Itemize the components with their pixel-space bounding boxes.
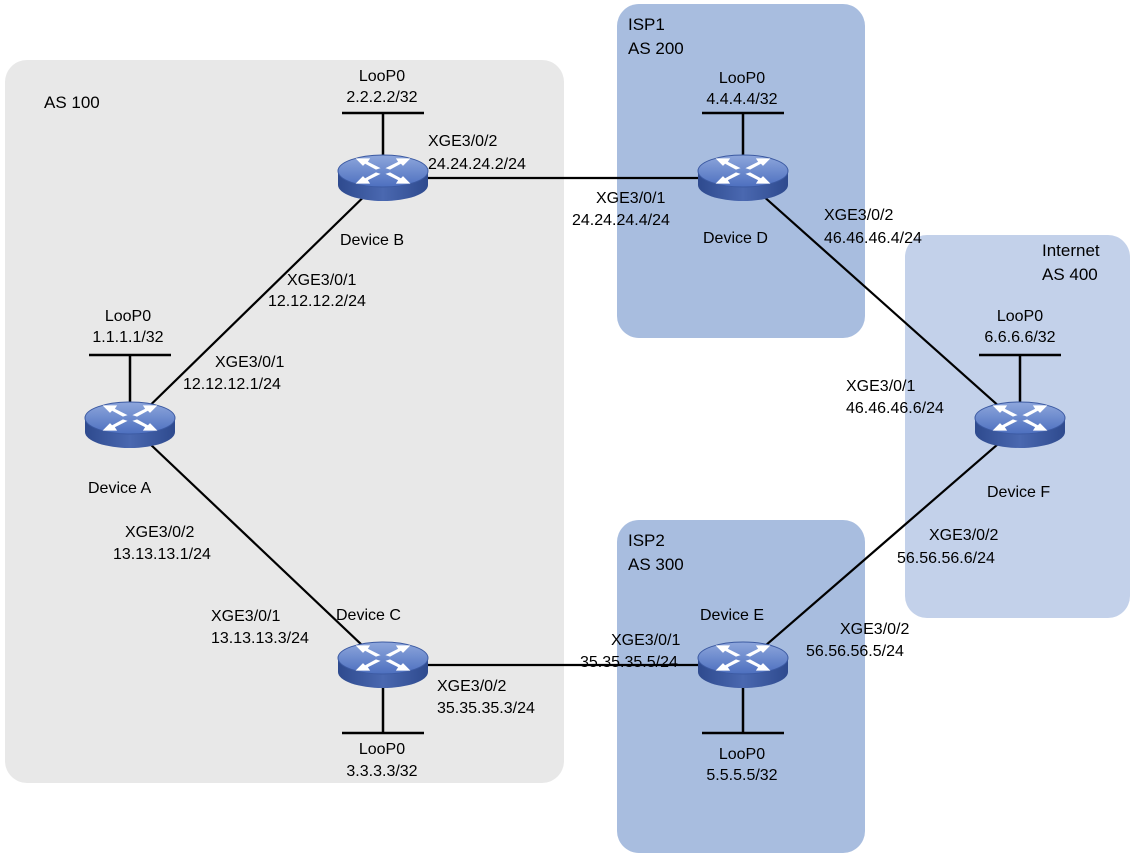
loopback-name-e: LooP0 (719, 746, 765, 763)
device-label-c: Device C (336, 607, 401, 624)
loopback-ip-f: 6.6.6.6/32 (984, 329, 1055, 346)
interface-ip-d-df: 46.46.46.4/24 (824, 230, 922, 247)
interface-name-e-ce: XGE3/0/1 (611, 632, 680, 649)
interface-name-d-bd: XGE3/0/1 (596, 190, 665, 207)
interface-name-f-ef: XGE3/0/2 (929, 527, 998, 544)
loopback-name-f: LooP0 (997, 308, 1043, 325)
interface-ip-c-ac: 13.13.13.3/24 (211, 630, 309, 647)
interface-ip-b-bd: 24.24.24.2/24 (428, 156, 526, 173)
interface-name-b-bd: XGE3/0/2 (428, 133, 497, 150)
interface-ip-d-bd: 24.24.24.4/24 (572, 212, 670, 229)
interface-name-c-ac: XGE3/0/1 (211, 608, 280, 625)
link-d-f (742, 177, 1021, 426)
region-label-as100: AS 100 (44, 93, 100, 112)
region-label-internet: Internet (1042, 241, 1100, 260)
loopback-name-a: LooP0 (105, 308, 151, 325)
link-a-b (129, 177, 384, 426)
interface-name-f-df: XGE3/0/1 (846, 378, 915, 395)
loopback-ip-a: 1.1.1.1/32 (92, 329, 163, 346)
loopback-ip-d: 4.4.4.4/32 (706, 91, 777, 108)
interface-ip-b-ab: 12.12.12.2/24 (268, 293, 366, 310)
interface-ip-e-ef: 56.56.56.5/24 (806, 643, 904, 660)
loopback-ip-b: 2.2.2.2/32 (346, 89, 417, 106)
interface-name-a-ab: XGE3/0/1 (215, 354, 284, 371)
router-icon-device-f (974, 401, 1066, 449)
region-label-isp2: ISP2 (628, 531, 665, 550)
interface-ip-f-df: 46.46.46.6/24 (846, 400, 944, 417)
router-icon-device-d (697, 154, 789, 202)
loopback-ip-c: 3.3.3.3/32 (346, 763, 417, 780)
interface-name-e-ef: XGE3/0/2 (840, 621, 909, 638)
router-icon-device-b (337, 154, 429, 202)
loopback-name-c: LooP0 (359, 741, 405, 758)
loopback-name-b: LooP0 (359, 68, 405, 85)
device-label-f: Device F (987, 484, 1050, 501)
router-icon-device-a (84, 401, 176, 449)
device-label-a: Device A (88, 480, 151, 497)
interface-ip-a-ac: 13.13.13.1/24 (113, 546, 211, 563)
interface-ip-f-ef: 56.56.56.6/24 (897, 550, 995, 567)
interface-name-a-ac: XGE3/0/2 (125, 524, 194, 541)
region-as100 (5, 60, 564, 783)
interface-name-d-df: XGE3/0/2 (824, 207, 893, 224)
loopback-name-d: LooP0 (719, 70, 765, 87)
device-label-e: Device E (700, 607, 764, 624)
link-a-c (129, 424, 384, 666)
interface-name-c-ce: XGE3/0/2 (437, 678, 506, 695)
router-icon-device-e (697, 641, 789, 689)
link-e-f (742, 424, 1021, 666)
device-label-d: Device D (703, 230, 768, 247)
router-icon-device-c (337, 641, 429, 689)
device-label-b: Device B (340, 232, 404, 249)
region-label-isp2-as: AS 300 (628, 555, 684, 574)
interface-name-b-ab: XGE3/0/1 (287, 272, 356, 289)
loopback-ip-e: 5.5.5.5/32 (706, 767, 777, 784)
region-label-isp1-as: AS 200 (628, 39, 684, 58)
region-label-isp1: ISP1 (628, 15, 665, 34)
interface-ip-a-ab: 12.12.12.1/24 (183, 376, 281, 393)
interface-ip-e-ce: 35.35.35.5/24 (580, 654, 678, 671)
interface-ip-c-ce: 35.35.35.3/24 (437, 700, 535, 717)
region-label-internet-as: AS 400 (1042, 265, 1098, 284)
